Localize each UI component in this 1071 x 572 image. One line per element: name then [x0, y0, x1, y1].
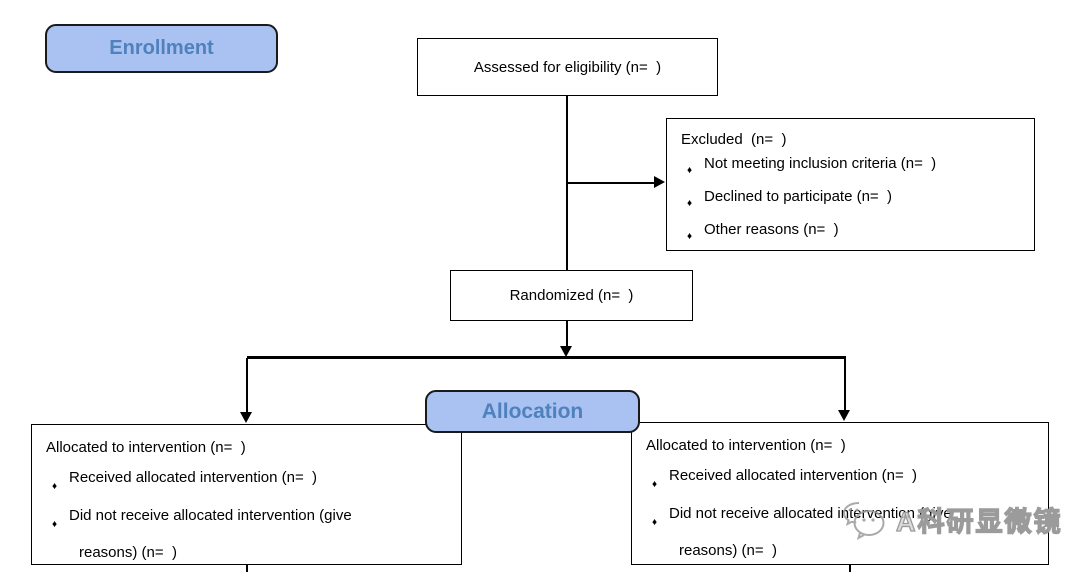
diamond-bullet-icon: ♦: [652, 517, 658, 528]
allocated-right-bullet-2: ♦ Did not receive allocated intervention…: [652, 499, 1038, 537]
allocated-right-title: Allocated to intervention (n= ): [646, 437, 846, 454]
allocated-right-bullet-2-line1: Did not receive allocated intervention (…: [669, 505, 952, 522]
connector-split-to-right: [844, 358, 846, 412]
allocated-left-bullet-1-text: Received allocated intervention (n= ): [69, 469, 318, 486]
connector-split-to-left: [246, 358, 248, 413]
connector-left-continues: [246, 565, 248, 572]
arrowhead-center-down: [560, 346, 572, 357]
allocated-left-bullet-2-line1: Did not receive allocated intervention (…: [69, 507, 352, 524]
diamond-bullet-icon: ♦: [687, 198, 693, 209]
arrowhead-to-excluded: [654, 176, 665, 188]
arrowhead-right-down: [838, 410, 850, 421]
allocated-right-bullet-2-line2: reasons) (n= ): [679, 542, 777, 559]
enrollment-stage-text: Enrollment: [109, 37, 214, 59]
enrollment-stage-label: Enrollment: [45, 24, 278, 73]
arrowhead-left-down: [240, 412, 252, 423]
excluded-bullet-1: ♦ Not meeting inclusion criteria (n= ): [687, 151, 1022, 184]
connector-right-continues: [849, 565, 851, 572]
diamond-bullet-icon: ♦: [52, 519, 58, 530]
connector-branch-to-excluded: [567, 182, 654, 184]
diamond-bullet-icon: ♦: [52, 481, 58, 492]
diamond-bullet-icon: ♦: [687, 231, 693, 242]
allocated-right-box: Allocated to intervention (n= ) ♦ Receiv…: [631, 422, 1049, 565]
allocated-left-bullet-2-line2: reasons) (n= ): [79, 544, 177, 561]
diamond-bullet-icon: ♦: [687, 165, 693, 176]
allocated-left-box: Allocated to intervention (n= ) ♦ Receiv…: [31, 424, 462, 565]
assessed-for-eligibility-box: Assessed for eligibility (n= ): [417, 38, 718, 96]
allocated-right-bullet-1: ♦ Received allocated intervention (n= ): [652, 461, 1038, 499]
diamond-bullet-icon: ♦: [652, 479, 658, 490]
allocated-left-title: Allocated to intervention (n= ): [46, 439, 246, 456]
allocation-stage-label: Allocation: [425, 390, 640, 433]
excluded-bullet-2: ♦ Declined to participate (n= ): [687, 184, 1022, 217]
allocation-stage-text: Allocation: [481, 399, 584, 423]
randomized-text: Randomized (n= ): [509, 287, 634, 304]
assessed-for-eligibility-text: Assessed for eligibility (n= ): [473, 58, 662, 76]
allocated-right-bullet-1-text: Received allocated intervention (n= ): [669, 467, 918, 484]
allocated-left-bullet-2: ♦ Did not receive allocated intervention…: [52, 501, 451, 539]
connector-randomized-to-split: [566, 321, 568, 347]
excluded-title: Excluded (n= ): [681, 131, 787, 148]
excluded-box: Excluded (n= ) ♦ Not meeting inclusion c…: [666, 118, 1035, 251]
randomized-box: Randomized (n= ): [450, 270, 693, 321]
excluded-bullet-3: ♦ Other reasons (n= ): [687, 217, 1022, 250]
excluded-bullet-2-text: Declined to participate (n= ): [704, 188, 893, 205]
allocated-left-bullet-1: ♦ Received allocated intervention (n= ): [52, 463, 451, 501]
split-horizontal-line: [247, 356, 846, 359]
excluded-bullet-3-text: Other reasons (n= ): [704, 221, 839, 238]
excluded-bullet-1-text: Not meeting inclusion criteria (n= ): [704, 155, 937, 172]
